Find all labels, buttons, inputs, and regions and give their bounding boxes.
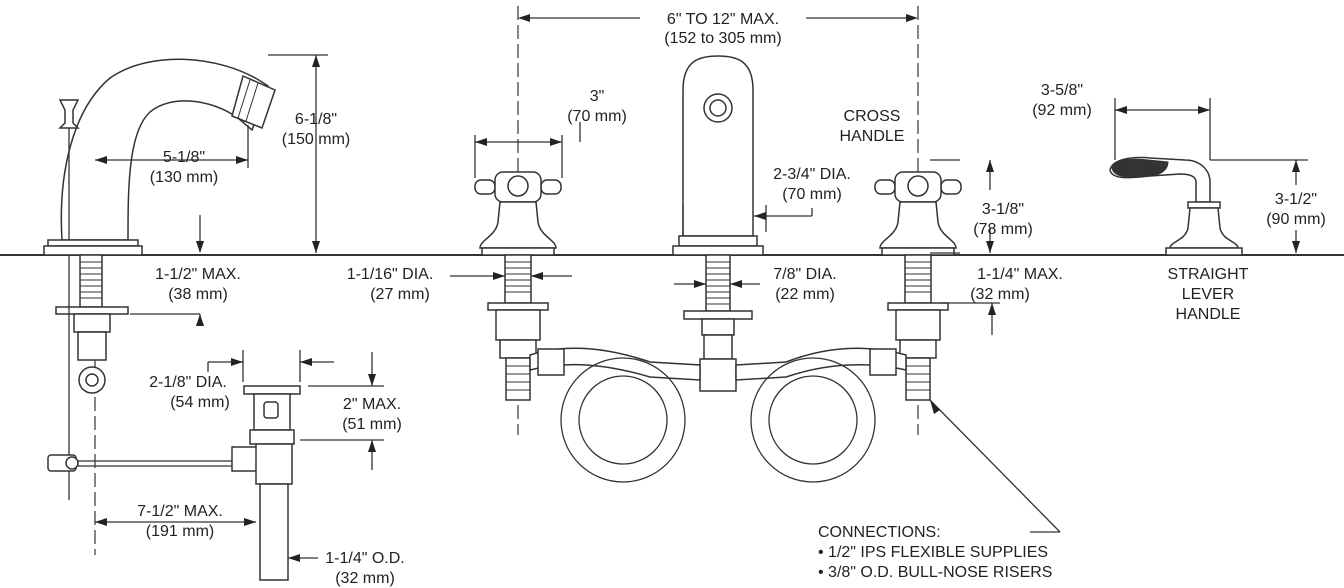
svg-text:(54 mm): (54 mm) [170,394,230,411]
dim-deck-max-right-label: 1-1/4" MAX. (32 mm) [970,266,1063,303]
svg-text:(27 mm): (27 mm) [370,286,430,303]
connections-note: CONNECTIONS: • 1/2" IPS FLEXIBLE SUPPLIE… [818,524,1052,581]
svg-text:• 3/8" O.D. BULL-NOSE RISERS: • 3/8" O.D. BULL-NOSE RISERS [818,564,1052,581]
svg-text:LEVER: LEVER [1182,286,1234,303]
svg-text:(78 mm): (78 mm) [973,221,1033,238]
dim-drain-max-label: 2" MAX. (51 mm) [342,396,402,433]
svg-text:(130 mm): (130 mm) [150,169,218,186]
svg-text:(32 mm): (32 mm) [970,286,1030,303]
svg-text:3": 3" [590,88,605,105]
left-valve [474,171,562,401]
svg-text:CROSS: CROSS [844,108,901,125]
dim-deck-max-left-label: 1-1/2" MAX. (38 mm) [155,266,241,303]
shank-threads-left [80,261,102,299]
dim-handle-span-label: 3" (70 mm) [567,88,627,125]
svg-text:(152 to 305 mm): (152 to 305 mm) [664,30,781,47]
dim-spout-width-label: 6" TO 12" MAX. (152 to 305 mm) [664,11,781,47]
svg-text:3-1/8": 3-1/8" [982,201,1024,218]
svg-text:2-1/8" DIA.: 2-1/8" DIA. [149,374,227,391]
dim-tailpiece-label: 1-1/4" O.D. (32 mm) [325,550,404,587]
svg-text:2-3/4" DIA.: 2-3/4" DIA. [773,166,851,183]
side-spout [43,58,276,500]
right-valve [874,171,962,401]
dim-lever-height-label: 3-1/2" (90 mm) [1266,191,1326,228]
svg-text:(51 mm): (51 mm) [342,416,402,433]
dim-spout-reach-label: 5-1/8" (130 mm) [150,149,218,186]
svg-text:(90 mm): (90 mm) [1266,211,1326,228]
dim-spout-dia-label: 2-3/4" DIA. (70 mm) [773,166,851,203]
svg-text:STRAIGHT: STRAIGHT [1168,266,1249,283]
svg-text:CONNECTIONS:: CONNECTIONS: [818,524,941,541]
svg-text:3-1/2": 3-1/2" [1275,191,1317,208]
svg-text:(92 mm): (92 mm) [1032,102,1092,119]
dim-valve-shank-label: 1-1/16" DIA. (27 mm) [347,266,434,303]
svg-text:6-1/8": 6-1/8" [295,111,337,128]
svg-text:(191 mm): (191 mm) [146,523,214,540]
svg-text:(22 mm): (22 mm) [775,286,835,303]
svg-text:3-5/8": 3-5/8" [1041,82,1083,99]
svg-text:HANDLE: HANDLE [840,128,905,145]
svg-text:5-1/8": 5-1/8" [163,149,205,166]
svg-text:6" TO 12" MAX.: 6" TO 12" MAX. [667,11,779,28]
svg-text:• 1/2" IPS FLEXIBLE SUPPLIES: • 1/2" IPS FLEXIBLE SUPPLIES [818,544,1048,561]
dim-spout-height-label: 6-1/8" (150 mm) [282,111,350,148]
flexible-supplies [529,347,907,483]
svg-text:1-1/16" DIA.: 1-1/16" DIA. [347,266,434,283]
svg-text:1-1/4" O.D.: 1-1/4" O.D. [325,550,404,567]
straight-lever-label: STRAIGHT LEVER HANDLE [1168,266,1249,323]
cross-handle-label: CROSS HANDLE [840,108,905,145]
dim-lever-width-label: 3-5/8" (92 mm) [1032,82,1092,119]
svg-text:(32 mm): (32 mm) [335,570,395,587]
dim-cross-height-label: 3-1/8" (78 mm) [973,201,1033,238]
center-spout [672,55,764,392]
svg-text:7/8" DIA.: 7/8" DIA. [773,266,836,283]
dim-drain-dia-label: 2-1/8" DIA. (54 mm) [149,374,230,411]
svg-text:(70 mm): (70 mm) [782,186,842,203]
dimension-lines [95,14,1308,562]
lever-handle [1109,156,1243,256]
drain-assembly [231,385,301,581]
svg-text:(150 mm): (150 mm) [282,131,350,148]
svg-text:1-1/2" MAX.: 1-1/2" MAX. [155,266,241,283]
dim-spout-shank-label: 7/8" DIA. (22 mm) [773,266,836,303]
svg-text:1-1/4" MAX.: 1-1/4" MAX. [977,266,1063,283]
svg-text:(70 mm): (70 mm) [567,108,627,125]
svg-text:HANDLE: HANDLE [1176,306,1241,323]
svg-text:2" MAX.: 2" MAX. [343,396,401,413]
dim-drain-reach-label: 7-1/2" MAX. (191 mm) [137,503,223,540]
svg-text:(38 mm): (38 mm) [168,286,228,303]
svg-text:7-1/2" MAX.: 7-1/2" MAX. [137,503,223,520]
